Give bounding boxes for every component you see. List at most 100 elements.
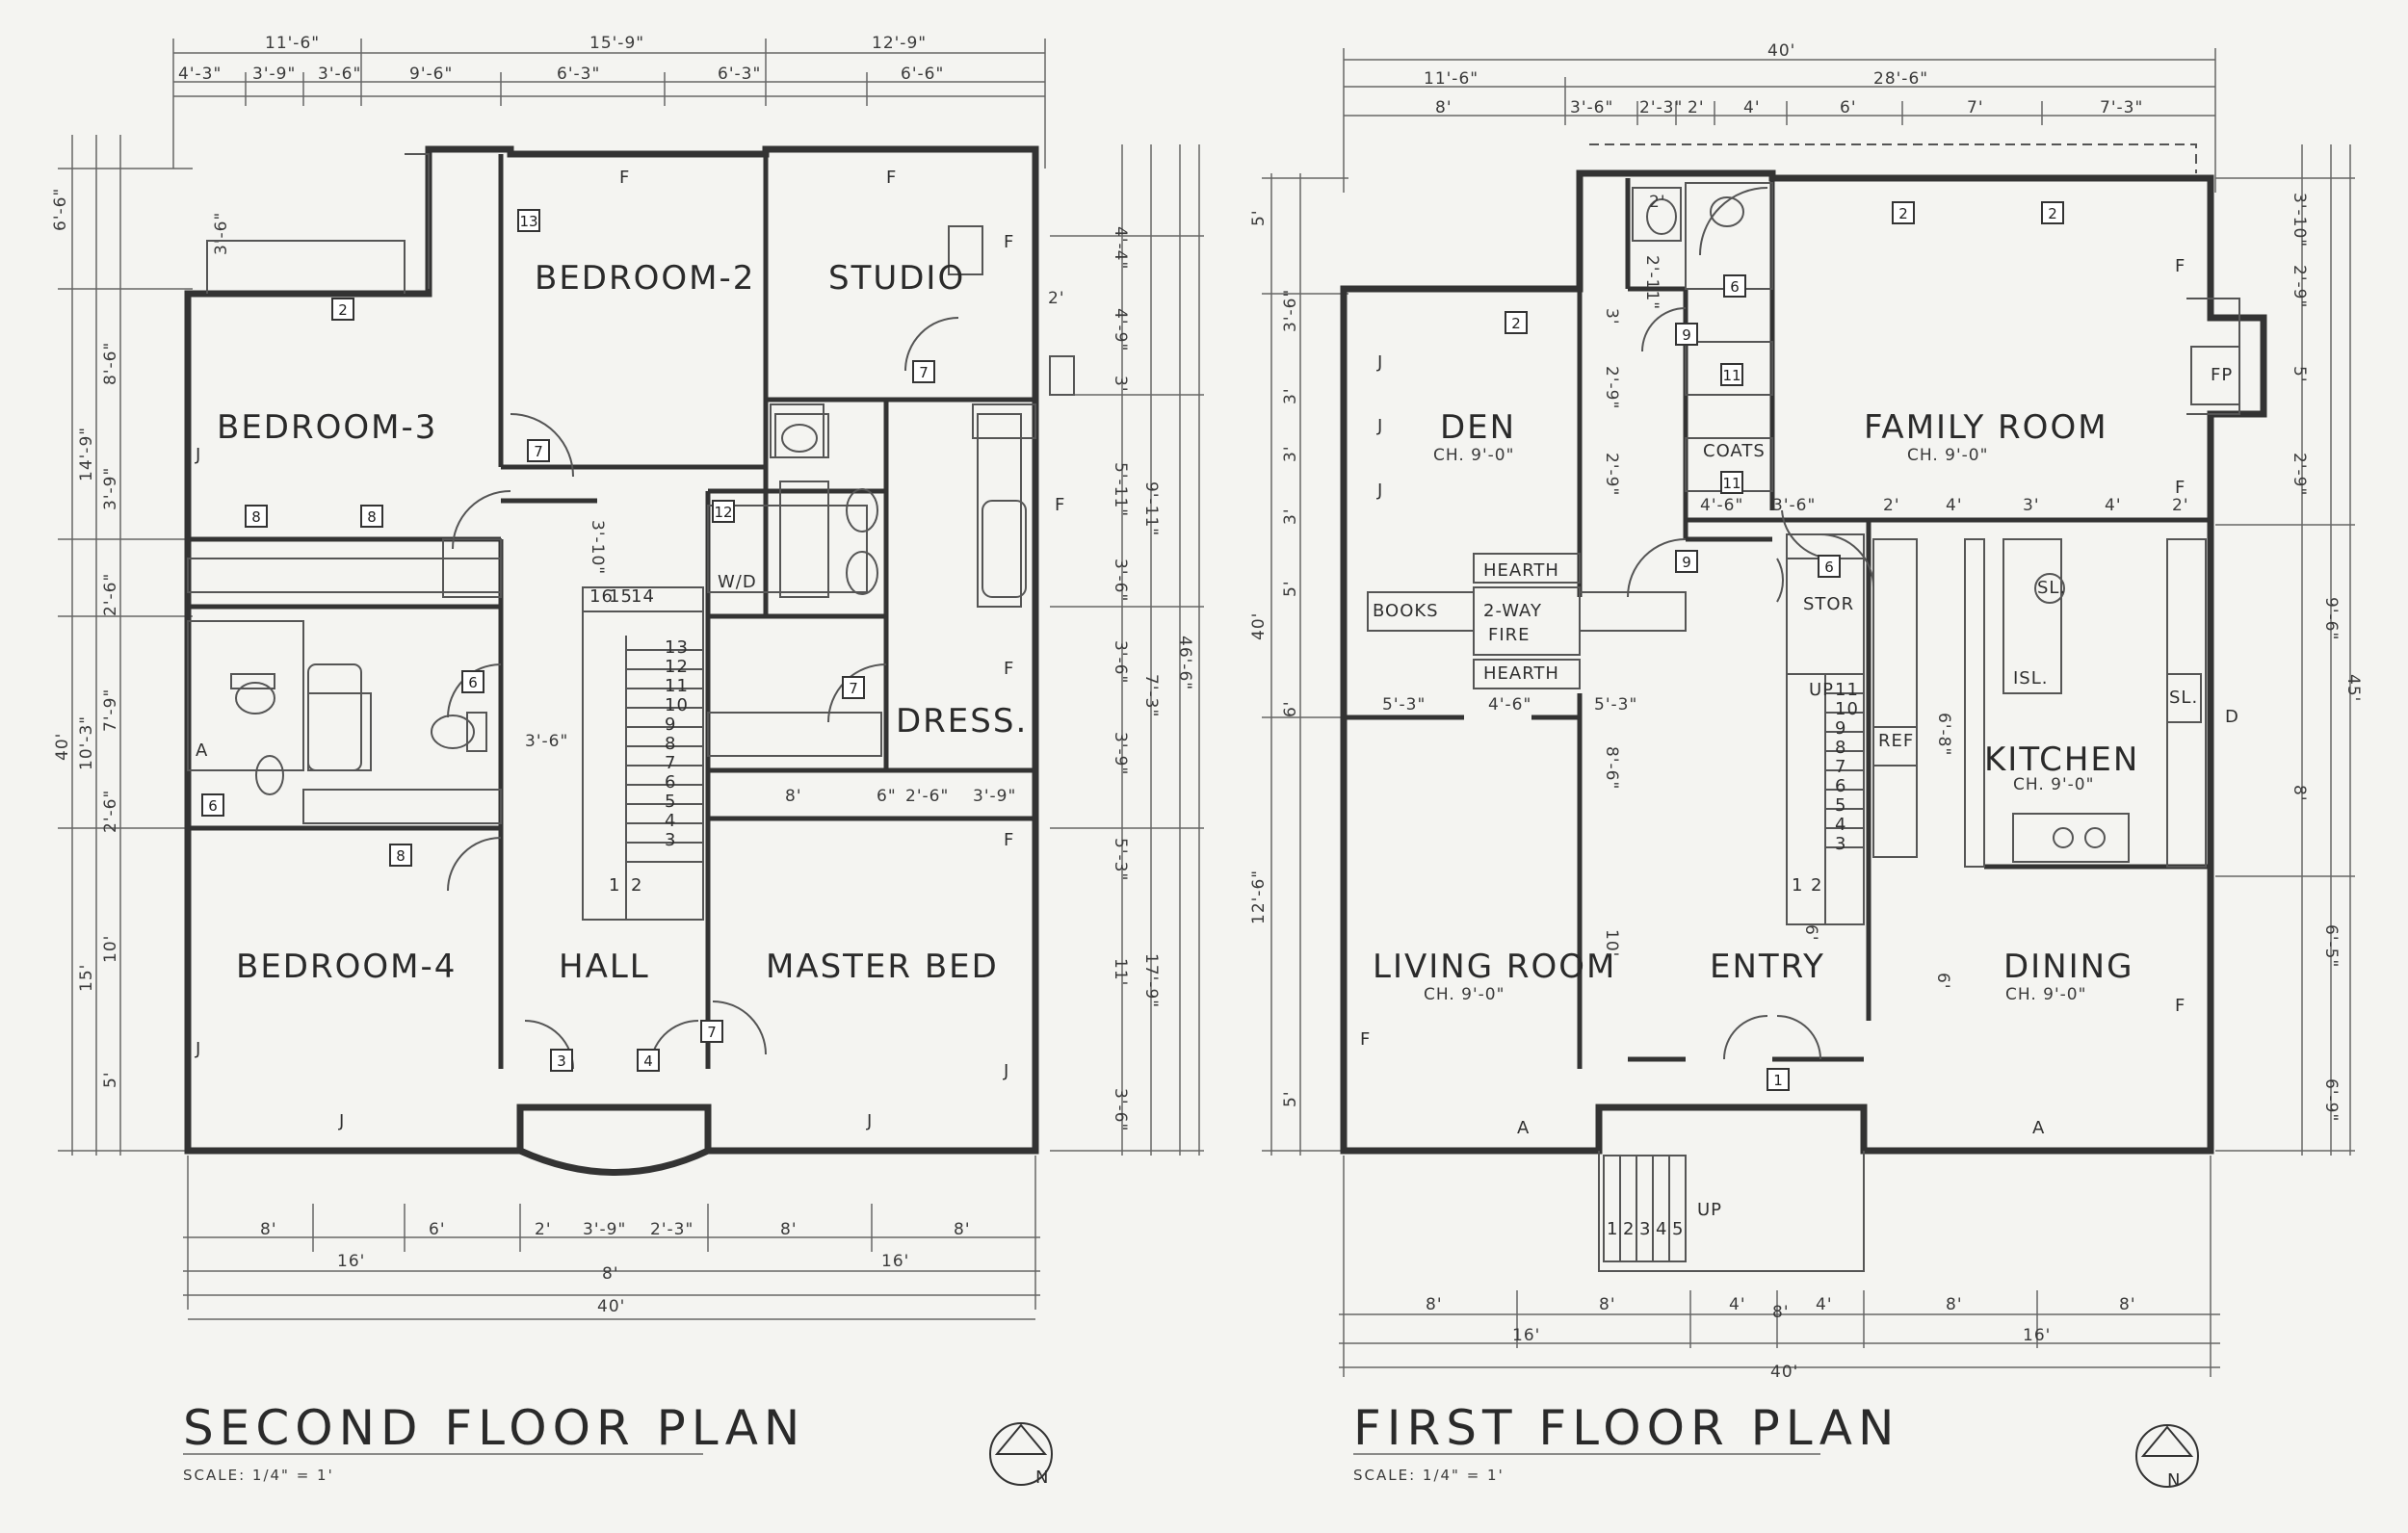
dim1-4a: 4' [1946, 496, 1963, 515]
dim-5-left: 5' [101, 1072, 120, 1089]
dim-40-left: 40' [53, 733, 72, 761]
second-floor-right-dimension-lines [1050, 144, 1204, 1156]
dim1-10: 10' [1602, 929, 1621, 957]
dim-14-9-left: 14'-9" [77, 427, 96, 481]
tag-8-a: 8 [251, 508, 261, 526]
second-floor-bath-fixtures [230, 413, 1027, 795]
label-fire: FIRE [1488, 625, 1531, 645]
dim1-4b: 4' [2105, 496, 2122, 515]
north-label-second: N [1035, 1468, 1049, 1488]
wtag-e-master: F [1004, 830, 1014, 850]
dim-46-6-right: 46'-6" [1175, 636, 1194, 690]
room-dress: DRESS. [896, 702, 1028, 741]
tag-6-bath: 6 [468, 674, 478, 691]
stair1-9: 9 [1835, 718, 1846, 739]
tag-7-master: 7 [707, 1024, 717, 1041]
tag1-6-stor: 6 [1824, 559, 1834, 576]
dim-6-3b: 6'-3" [718, 65, 761, 84]
dim-6-bottom: 6' [429, 1220, 446, 1239]
dim-9-6-right-first: 9'-6" [2321, 597, 2341, 640]
dim-8-top-first: 8' [1435, 98, 1453, 117]
stair1-7: 7 [1835, 757, 1846, 777]
dim-2-6-interior: 2'-6" [905, 787, 949, 806]
dim1-6-8: 6'-8" [1934, 713, 1953, 756]
stair1-8: 8 [1835, 738, 1846, 758]
porch-up: UP [1697, 1200, 1722, 1220]
dim1-4-6b: 4'-6" [1488, 695, 1531, 715]
first-stair-up: UP [1809, 680, 1834, 700]
family-ceiling: CH. 9'-0" [1907, 446, 1988, 465]
dim-8-right-first: 8' [2290, 785, 2309, 802]
room-bedroom-3: BEDROOM-3 [217, 408, 437, 447]
stair1-4: 4 [1835, 815, 1846, 835]
dim-5-right-first: 5' [2290, 366, 2309, 383]
dim-2-top-first: 2' [1688, 98, 1705, 117]
stair1-6: 6 [1835, 776, 1846, 796]
second-floor-left-dimension-lines [58, 135, 193, 1156]
tag1-6-pwdr: 6 [1730, 278, 1740, 296]
dim-4-bottom-first-a: 4' [1729, 1295, 1746, 1314]
label-sl-1: SL. [2037, 578, 2066, 598]
label-ref: REF [1878, 731, 1914, 751]
wtag-f-bed4-side: J [195, 1039, 201, 1059]
wtag-f-bed4: J [338, 1111, 345, 1131]
porch-step-2: 2 [1623, 1219, 1635, 1239]
dim-5-11-right: 5'-11" [1111, 462, 1130, 517]
dim-4-4-right: 4'-4" [1111, 226, 1130, 270]
dim-3-6b-right: 3'-6" [1111, 640, 1130, 684]
dining-ceiling: CH. 9'-0" [2005, 985, 2086, 1004]
first-floor-door-tags: 2 2 2 6 9 11 11 9 6 1 [1505, 201, 2064, 1091]
label-2-way: 2-WAY [1483, 601, 1542, 621]
second-floor-exterior-wall [184, 145, 1039, 1155]
dim-8-6-left: 8'-6" [101, 342, 120, 385]
stair2-10: 10 [665, 695, 689, 715]
label-stor: STOR [1803, 594, 1854, 614]
dim-11-6-top-first: 11'-6" [1424, 69, 1479, 89]
dim-3-right: 3' [1111, 376, 1130, 393]
stair2-3: 3 [665, 830, 676, 850]
dim-6-9-right-first: 6'-9" [2321, 1078, 2341, 1122]
dim-3a-left-first: 3' [1281, 388, 1300, 405]
room-den: DEN [1440, 408, 1516, 447]
stair2-12: 12 [665, 657, 689, 677]
room-living: LIVING ROOM [1373, 948, 1616, 986]
dim-3-9-right: 3'-9" [1111, 732, 1130, 775]
second-floor-closet-lines [187, 225, 1075, 824]
dim-8-bottom-c: 8' [954, 1220, 971, 1239]
first-floor-window-tags: J J J F F D F A A F [1360, 256, 2238, 1138]
tag-11: 12 [714, 504, 732, 521]
second-floor-bottom-dimension-lines [183, 1156, 1040, 1320]
dim1-4-6: 4'-6" [1700, 496, 1743, 515]
stair2-16: 16 [589, 586, 614, 607]
wtag-e-studio: F [886, 168, 897, 188]
wtag-e-dress: F [1004, 659, 1014, 679]
dim-40-top-first: 40' [1767, 41, 1795, 61]
dim-12-6-left-first: 12'-6" [1249, 870, 1269, 924]
dim-45-right-first: 45' [2343, 674, 2363, 702]
tag-8-b: 8 [367, 508, 377, 526]
second-floor-balcony-outline [206, 240, 406, 294]
room-bedroom-2: BEDROOM-2 [535, 259, 755, 298]
first-floor-plan: 40' 11'-6" 28'-6" 8' 3'-6" 2'-3" 2' 4' 6… [1249, 41, 2363, 1491]
dim-8-bottom-first-d: 8' [2119, 1295, 2136, 1314]
dim-7-9-left: 7'-9" [101, 689, 120, 732]
porch-steps [1603, 1155, 1687, 1262]
room-kitchen: KITCHEN [1984, 741, 2139, 779]
room-entry: ENTRY [1710, 948, 1825, 986]
dim-16-bottom-first-b: 16' [2023, 1326, 2051, 1345]
dim-15-9-top: 15'-9" [589, 34, 644, 53]
dim-5-3-right: 5'-3" [1111, 838, 1130, 881]
wtag-e-bed2: F [619, 168, 630, 188]
stair2-13: 13 [665, 637, 689, 658]
tag-7-studio: 7 [919, 364, 929, 381]
dim1-2-11: 2'-11" [1642, 255, 1662, 310]
dim-8-bottom-first-center: 8' [1772, 1303, 1790, 1322]
tag1-2-fam-a: 2 [1898, 205, 1908, 222]
wtag1-e-fam-b: F [2175, 478, 2186, 498]
dim-10-3-left: 10'-3" [77, 715, 96, 770]
tag1-9-b: 9 [1682, 554, 1691, 571]
stair1-5: 5 [1835, 795, 1846, 816]
label-books: BOOKS [1373, 601, 1439, 621]
first-floor-top-dimension-lines [1343, 48, 2216, 193]
